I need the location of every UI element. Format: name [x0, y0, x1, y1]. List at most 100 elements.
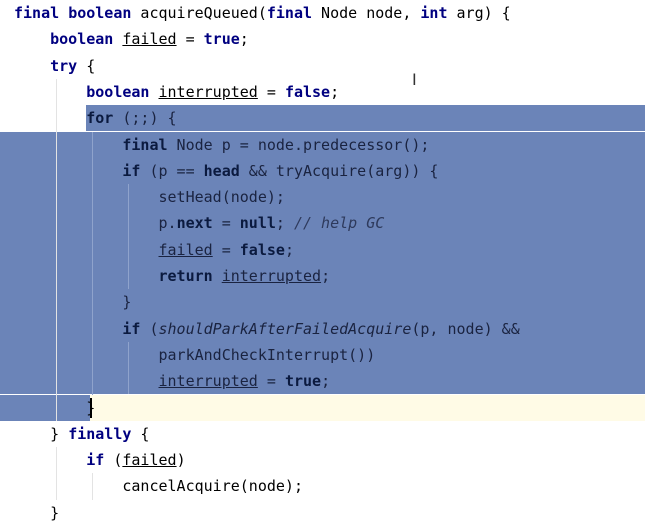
code-line[interactable]: setHead(node); — [14, 184, 645, 210]
indent-guide — [56, 447, 57, 500]
selection-highlight — [0, 394, 90, 421]
selection-highlight — [86, 105, 645, 132]
code-token: { — [131, 424, 150, 443]
code-line[interactable]: boolean failed = true; — [14, 26, 645, 52]
code-token: p. — [14, 214, 177, 233]
code-line[interactable]: for (;;) { — [14, 105, 645, 131]
code-line[interactable]: } — [14, 395, 645, 421]
code-token: ; — [330, 82, 340, 101]
code-token: interrupted — [158, 372, 258, 391]
code-line[interactable]: boolean interrupted = false; — [14, 79, 645, 105]
code-token: return — [158, 267, 213, 285]
code-line[interactable]: final Node p = node.predecessor(); — [14, 132, 645, 158]
code-token: cancelAcquire(node); — [14, 477, 303, 496]
code-line[interactable]: final boolean acquireQueued(final Node n… — [14, 0, 645, 26]
code-line[interactable]: } finally { — [14, 421, 645, 447]
code-token — [59, 4, 68, 22]
code-token: if — [122, 161, 141, 180]
selection-highlight — [0, 131, 645, 158]
code-token: false — [239, 240, 285, 259]
code-token: ; — [321, 267, 331, 285]
code-token: failed — [122, 451, 177, 470]
code-token — [14, 267, 159, 285]
indent-guide — [92, 131, 93, 395]
mouse-ibeam-cursor: I — [412, 70, 417, 89]
code-token: ; — [284, 240, 294, 259]
indent-guide — [128, 184, 129, 290]
code-line[interactable]: } — [14, 500, 645, 526]
code-line[interactable]: failed = false; — [14, 237, 645, 263]
code-token: // help GC — [293, 214, 385, 233]
selection-highlight — [0, 315, 645, 342]
code-token: final — [266, 4, 313, 22]
code-line[interactable]: interrupted = true; — [14, 368, 645, 394]
code-token: ( — [140, 319, 159, 338]
code-token: boolean — [68, 4, 132, 22]
code-token: Node node, — [312, 4, 421, 22]
code-line[interactable]: cancelAcquire(node); — [14, 473, 645, 499]
code-token — [14, 451, 86, 469]
code-token: if — [122, 319, 141, 338]
code-token: try — [50, 56, 78, 75]
indent-guide — [92, 473, 93, 500]
text-caret — [90, 397, 92, 418]
selection-highlight — [0, 289, 645, 316]
code-token — [14, 57, 50, 75]
code-line[interactable]: try { — [14, 53, 645, 79]
selection-highlight — [0, 210, 645, 237]
code-token: true — [284, 372, 322, 391]
code-token: } — [14, 398, 96, 417]
code-token — [14, 320, 122, 338]
selection-highlight — [0, 263, 645, 290]
selection-highlight — [0, 368, 645, 395]
code-token: next — [176, 214, 213, 233]
code-line[interactable]: parkAndCheckInterrupt()) — [14, 342, 645, 368]
code-line[interactable]: if (p == head && tryAcquire(arg)) { — [14, 158, 645, 184]
code-token: if — [86, 451, 105, 470]
code-token — [149, 83, 158, 101]
code-line[interactable]: return interrupted; — [14, 263, 645, 289]
code-token: && tryAcquire(arg)) { — [239, 161, 439, 180]
code-token: ; — [321, 372, 331, 391]
code-token — [14, 372, 159, 390]
code-token: ; — [275, 214, 294, 233]
code-token: (p == — [140, 161, 204, 180]
code-token: failed — [158, 240, 213, 259]
code-token: boolean — [50, 30, 114, 49]
code-token — [14, 83, 86, 101]
code-token: boolean — [86, 82, 150, 101]
code-token: = — [257, 372, 285, 391]
code-token: ( — [104, 451, 123, 470]
code-token: final — [122, 135, 168, 154]
code-token: } — [14, 503, 60, 522]
code-token: (p, node) && — [411, 319, 520, 338]
code-token — [14, 30, 50, 48]
code-token: setHead(node); — [14, 188, 285, 207]
code-token — [14, 109, 86, 127]
code-line[interactable]: if (failed) — [14, 447, 645, 473]
code-token: interrupted — [158, 82, 258, 101]
code-token: final — [14, 4, 60, 22]
code-token: = — [212, 214, 240, 233]
code-line[interactable]: } — [14, 289, 645, 315]
selection-highlight — [0, 184, 645, 211]
code-line[interactable]: if (shouldParkAfterFailedAcquire(p, node… — [14, 316, 645, 342]
code-token: for — [86, 109, 114, 128]
indent-guide — [56, 78, 57, 421]
code-token — [14, 162, 122, 180]
code-token: = — [176, 30, 204, 49]
code-line[interactable]: p.next = null; // help GC — [14, 210, 645, 236]
code-token: { — [77, 56, 96, 75]
code-token: Node p = node.predecessor(); — [167, 135, 430, 154]
code-token: = — [212, 240, 240, 259]
code-token: null — [239, 214, 276, 233]
code-token: true — [203, 30, 240, 49]
indent-guide — [128, 341, 129, 395]
code-token: ; — [239, 30, 249, 49]
code-token: false — [284, 82, 331, 101]
code-token: finally — [68, 424, 132, 443]
code-token — [14, 136, 122, 154]
code-token: acquireQueued( — [131, 4, 267, 22]
code-token: failed — [122, 30, 177, 49]
